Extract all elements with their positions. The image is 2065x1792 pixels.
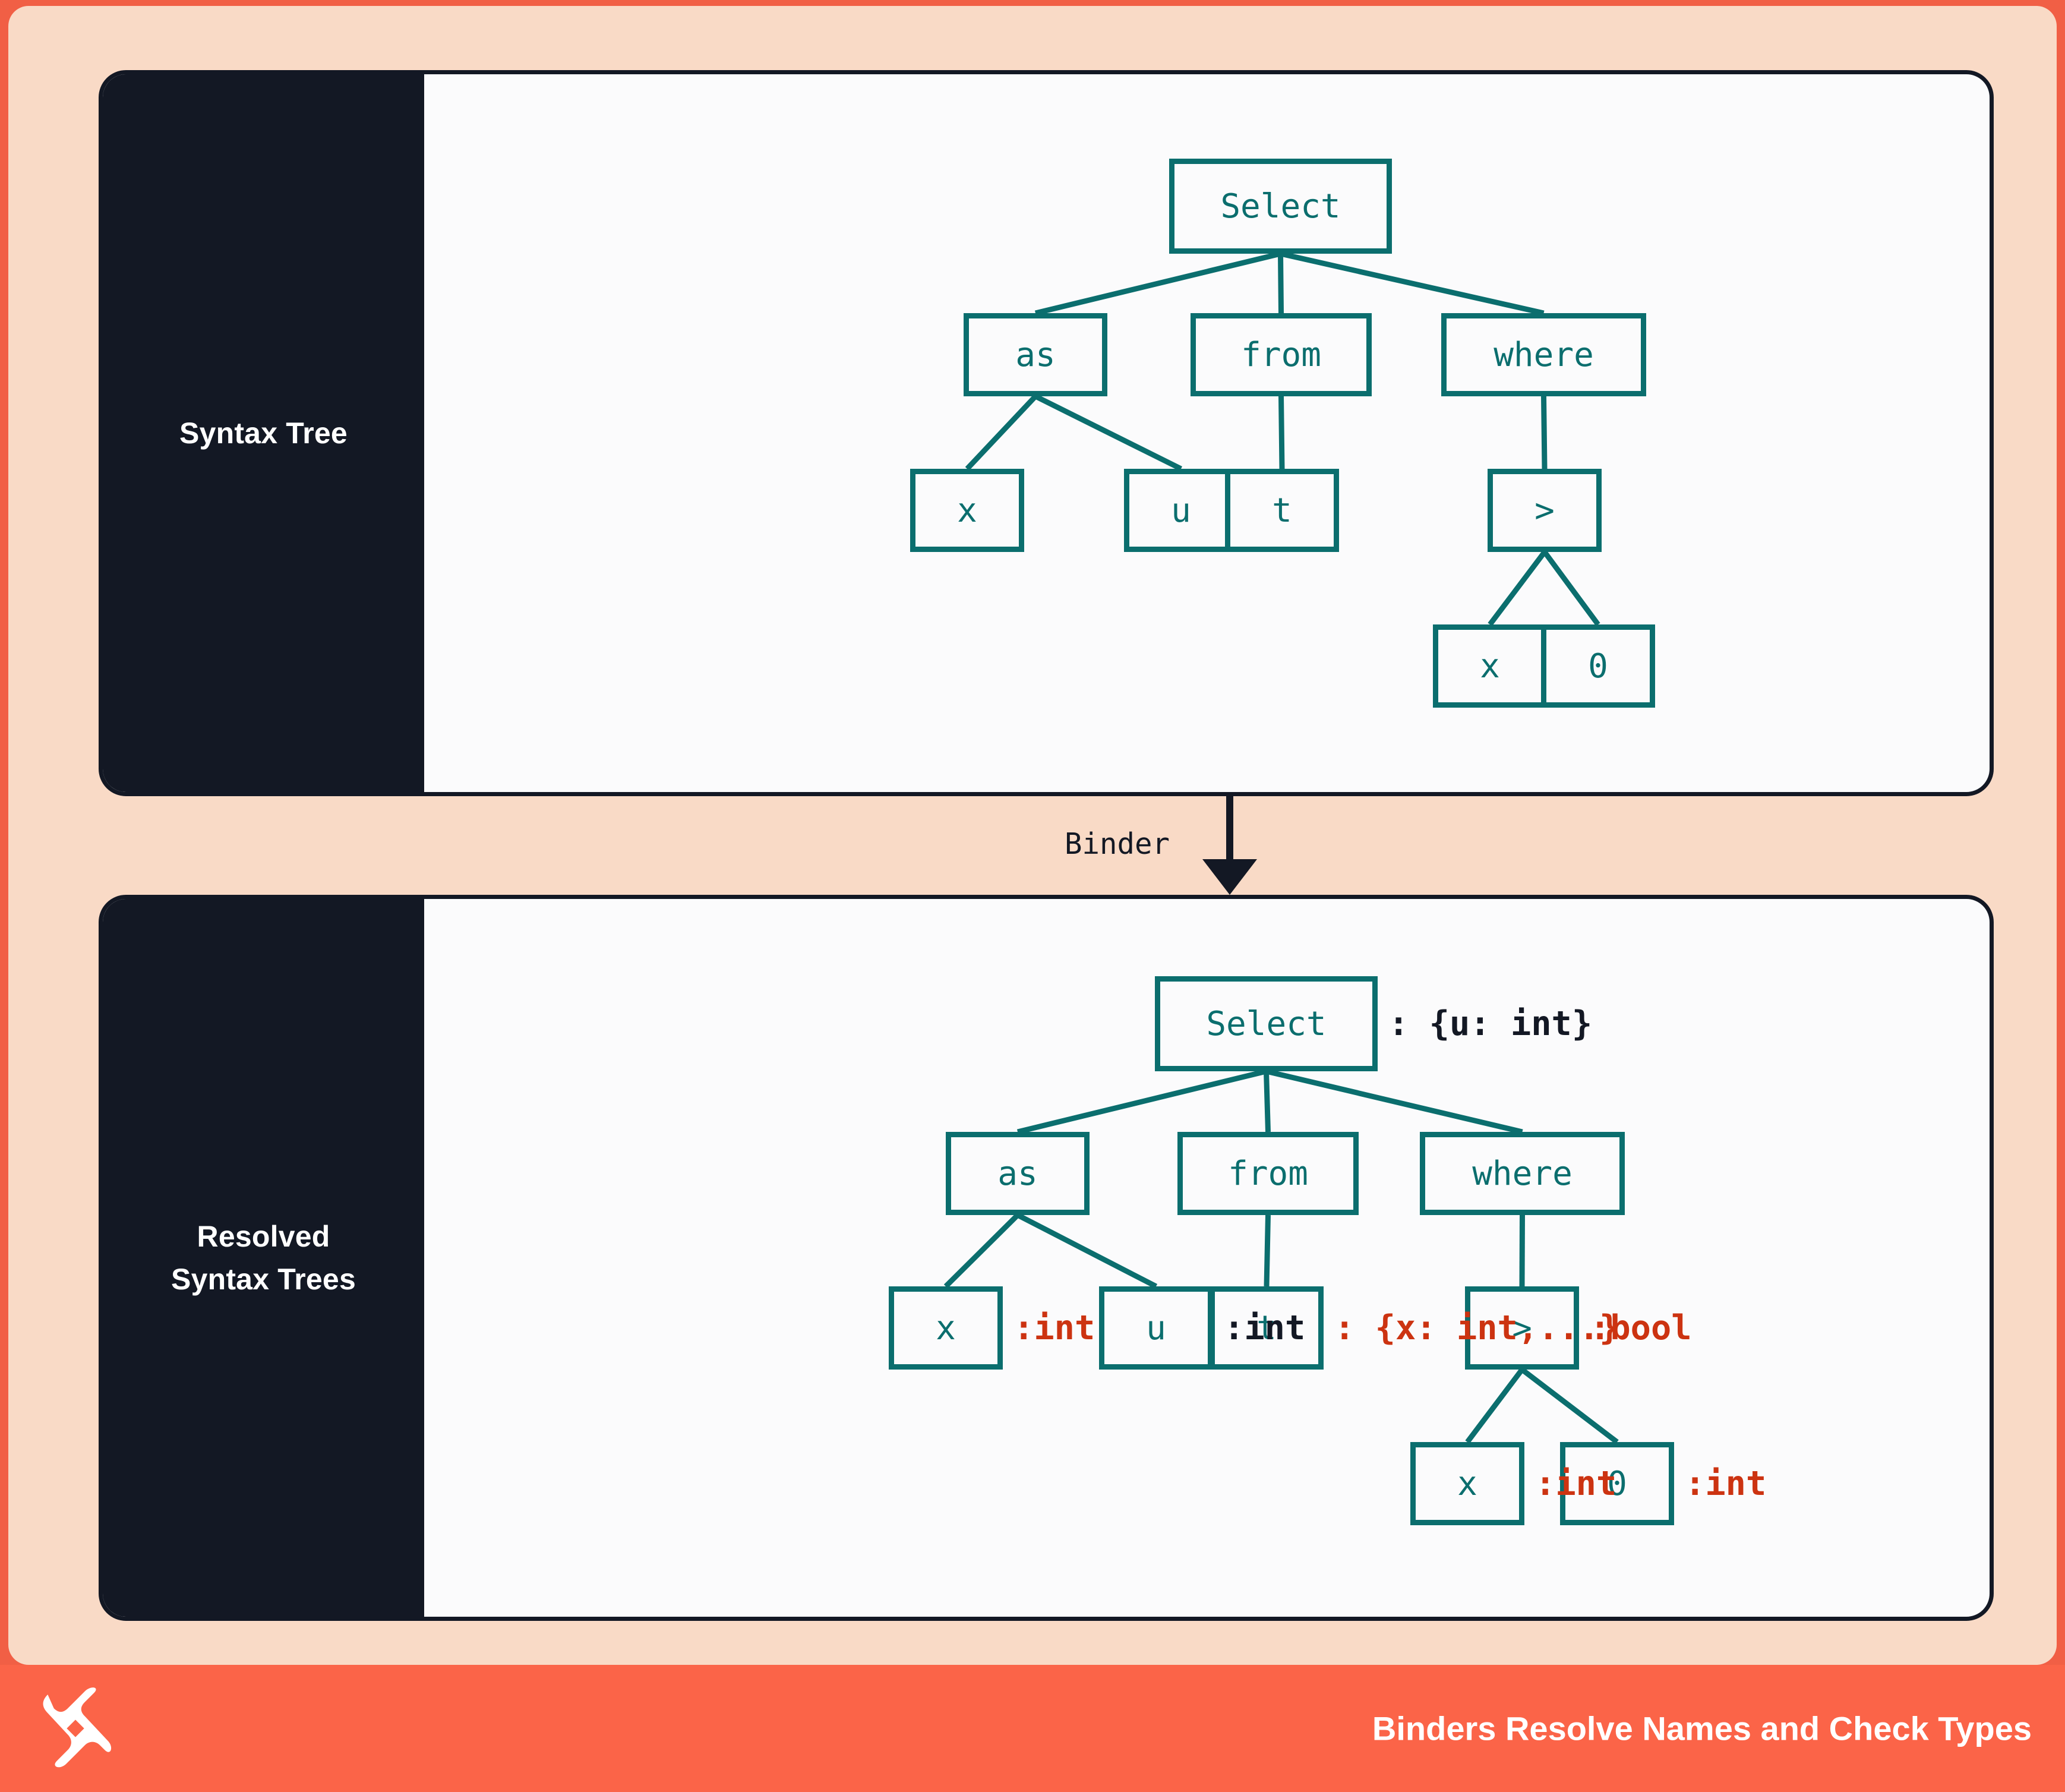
tree-node-as-u[interactable]: u [1124, 469, 1238, 552]
type-annotation-gt: :bool [1590, 1308, 1692, 1348]
type-annotation-gt-x: :int [1535, 1464, 1617, 1503]
tree-node-gt[interactable]: > [1465, 1286, 1579, 1370]
tree-node-from[interactable]: from [1191, 313, 1372, 396]
tree-edge [1280, 251, 1545, 316]
tree-node-where[interactable]: where [1441, 313, 1646, 396]
tree-edge [965, 394, 1038, 471]
tree-node-select[interactable]: Select [1155, 976, 1378, 1071]
tree-node-select[interactable]: Select [1169, 159, 1392, 254]
tree-node-as-x[interactable]: x [910, 469, 1024, 552]
tree-edge [943, 1213, 1020, 1289]
tree-node-gt-x[interactable]: x [1410, 1442, 1524, 1525]
tree-edge [1016, 1068, 1267, 1135]
tree-node-from-t[interactable]: t [1225, 469, 1339, 552]
tree-node-gt[interactable]: > [1488, 469, 1602, 552]
tree-edge [1016, 1212, 1158, 1289]
tree-node-from-t[interactable]: t [1210, 1286, 1324, 1370]
panel-syntax-tree-label: Syntax Tree [179, 416, 348, 450]
tree-node-from[interactable]: from [1177, 1132, 1359, 1215]
tree-edge [1264, 1071, 1271, 1132]
tree-edge [1265, 1068, 1523, 1135]
tree-node-as[interactable]: as [964, 313, 1107, 396]
type-annotation-from-t: : {x: int,...} [1334, 1308, 1620, 1348]
x-mark-logo-icon [37, 1687, 114, 1770]
tree-node-gt-x[interactable]: x [1433, 624, 1547, 708]
tree-edge [1278, 396, 1285, 469]
tree-node-as[interactable]: as [946, 1132, 1090, 1215]
type-annotation-as-u: :int [1224, 1308, 1306, 1348]
tree-node-where[interactable]: where [1420, 1132, 1625, 1215]
tree-edge [1034, 393, 1183, 472]
tree-edge [1488, 550, 1547, 626]
tree-edge [1520, 1367, 1619, 1444]
type-annotation-as-x: :int [1013, 1308, 1095, 1348]
tree-node-gt-0[interactable]: 0 [1560, 1442, 1674, 1525]
tree-edge [1519, 1214, 1525, 1287]
tree-edge [1465, 1368, 1524, 1444]
footer-bar: Binders Resolve Names and Check Types [0, 1665, 2065, 1792]
tree-node-as-u[interactable]: u [1099, 1286, 1213, 1370]
tree-edge [1542, 550, 1600, 626]
tree-node-as-x[interactable]: x [889, 1286, 1003, 1370]
binder-label: Binder [1065, 827, 1170, 861]
tree-edge [1541, 396, 1548, 469]
tree-edge [1264, 1214, 1271, 1287]
type-annotation-gt-0: :int [1685, 1464, 1767, 1503]
tree-node-gt-0[interactable]: 0 [1541, 624, 1655, 708]
type-annotation-select: : {u: int} [1388, 1004, 1593, 1043]
tree-edge [1034, 251, 1281, 316]
footer-title: Binders Resolve Names and Check Types [1372, 1709, 2032, 1747]
panel-syntax-tree-sidebar: Syntax Tree [103, 74, 424, 792]
binder-arrow [99, 796, 1994, 895]
